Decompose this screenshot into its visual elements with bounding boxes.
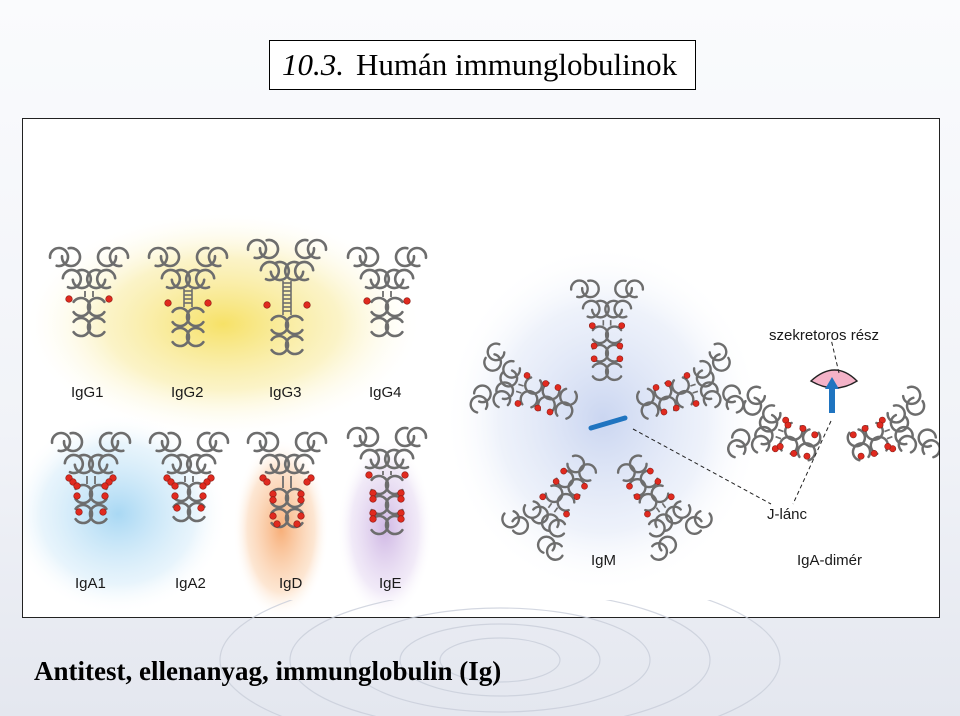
label-secretory-component: szekretoros rész (769, 327, 879, 344)
label-igg1: IgG1 (71, 384, 104, 401)
slide-footer: Antitest, ellenanyag, immunglobulin (Ig) (34, 656, 501, 687)
label-igd: IgD (279, 575, 302, 592)
label-iga2: IgA2 (175, 575, 206, 592)
secretory-pointer (831, 339, 839, 373)
slide-title: Humán immunglobulinok (356, 47, 677, 83)
label-igm: IgM (591, 552, 616, 569)
iga-j-chain (829, 387, 835, 413)
immunoglobulin-diagram: IgG1 IgG2 IgG3 IgG4 IgA1 IgA2 IgD IgE Ig… (22, 118, 940, 618)
section-number: 10.3. (282, 47, 344, 83)
igm-glow (443, 244, 763, 594)
label-iga-dimer: IgA-dimér (797, 552, 862, 569)
label-ige: IgE (379, 575, 402, 592)
label-j-chain: J-lánc (767, 506, 807, 523)
label-iga1: IgA1 (75, 575, 106, 592)
iga-dimer-subunit-right (838, 384, 940, 482)
slide-title-box: 10.3. Humán immunglobulinok (269, 40, 696, 90)
label-igg2: IgG2 (171, 384, 204, 401)
diagram-canvas (23, 119, 940, 618)
label-igg4: IgG4 (369, 384, 402, 401)
label-igg3: IgG3 (269, 384, 302, 401)
